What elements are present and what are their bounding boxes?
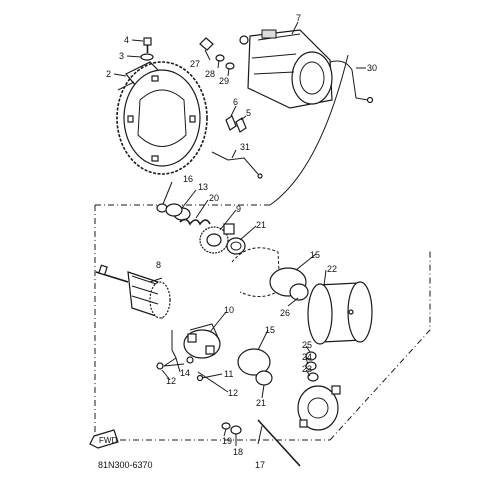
part-long-bolt-17 [257, 419, 301, 467]
part-washer-3 [140, 53, 154, 61]
part-ring-gear [116, 61, 208, 175]
forward-direction-badge: FWD [89, 429, 119, 449]
part-pin-5 [235, 117, 247, 133]
part-terminal-14 [163, 330, 185, 367]
callout-12-right: 12 [228, 388, 238, 398]
part-pin-6 [225, 115, 237, 131]
part-starter-motor-7 [239, 29, 333, 109]
part-wire-31-end [257, 173, 263, 179]
diagram-code: 81N300-6370 [98, 460, 153, 470]
part-cable-30 [329, 60, 369, 101]
part-washer-24 [305, 361, 317, 371]
callout-13: 13 [198, 182, 208, 192]
callout-30: 30 [367, 63, 377, 73]
callout-9: 9 [236, 204, 241, 214]
callout-7: 7 [296, 13, 301, 23]
part-clip-27 [199, 37, 214, 51]
callout-21-upper: 21 [256, 220, 266, 230]
callout-19: 19 [222, 436, 232, 446]
part-collar-13 [165, 203, 191, 221]
callout-29: 29 [219, 76, 229, 86]
part-washer-18 [230, 425, 242, 435]
part-o-ring-19 [221, 422, 231, 430]
part-nut-12-left [156, 362, 164, 370]
callout-20: 20 [209, 193, 219, 203]
badge-label: FWD [99, 436, 117, 445]
part-nut-12-mid [186, 356, 194, 364]
part-washer-29 [225, 62, 235, 70]
part-washer-25 [305, 351, 317, 361]
part-wire-31 [211, 151, 259, 175]
callout-28: 28 [205, 69, 215, 79]
callout-15-lower: 15 [265, 325, 275, 335]
part-yoke-22 [307, 281, 373, 345]
callout-6: 6 [233, 97, 238, 107]
callout-27: 27 [190, 59, 200, 69]
part-brush-holder-10 [183, 323, 221, 359]
part-washer-26 [289, 283, 309, 301]
callout-23: 23 [302, 364, 312, 374]
callout-11: 11 [224, 369, 233, 379]
callout-24: 24 [302, 352, 312, 362]
group-frame-right [329, 250, 431, 441]
leader-lines [113, 21, 366, 446]
callout-18: 18 [233, 447, 243, 457]
part-starter-clutch-9 [199, 223, 235, 254]
callout-17: 17 [255, 460, 265, 470]
part-plate-2-leader [117, 81, 135, 91]
callout-8: 8 [156, 260, 161, 270]
callout-10: 10 [224, 305, 234, 315]
part-rear-cover [297, 385, 341, 431]
part-o-ring-21-lower [255, 370, 273, 386]
part-o-ring-21-upper [226, 237, 246, 255]
part-bolt-4 [143, 37, 152, 53]
callout-14: 14 [180, 368, 190, 378]
part-o-ring-21-upper-inner [230, 241, 242, 251]
part-washer-23 [307, 372, 319, 382]
part-washer-28 [215, 54, 225, 62]
part-o-ring-15-lower [237, 348, 271, 376]
part-cable-30-end [366, 96, 374, 104]
callout-21-lower: 21 [256, 398, 266, 408]
callout-3: 3 [119, 51, 124, 61]
callout-15-upper: 15 [310, 250, 320, 260]
part-armature-8 [95, 264, 171, 319]
callout-31: 31 [240, 142, 250, 152]
part-spring-20 [179, 218, 211, 226]
callout-12-left: 12 [166, 376, 176, 386]
reference-curve [269, 54, 349, 206]
callout-5: 5 [246, 108, 251, 118]
callout-25: 25 [302, 340, 312, 350]
callout-26: 26 [280, 308, 290, 318]
part-bolt-11 [196, 374, 204, 382]
callout-22: 22 [327, 264, 337, 274]
callout-4: 4 [124, 35, 129, 45]
callout-numbers: 4 3 2 7 30 27 28 29 6 5 31 16 13 20 9 21… [106, 13, 377, 470]
callout-16: 16 [183, 174, 193, 184]
callout-2: 2 [106, 69, 111, 79]
